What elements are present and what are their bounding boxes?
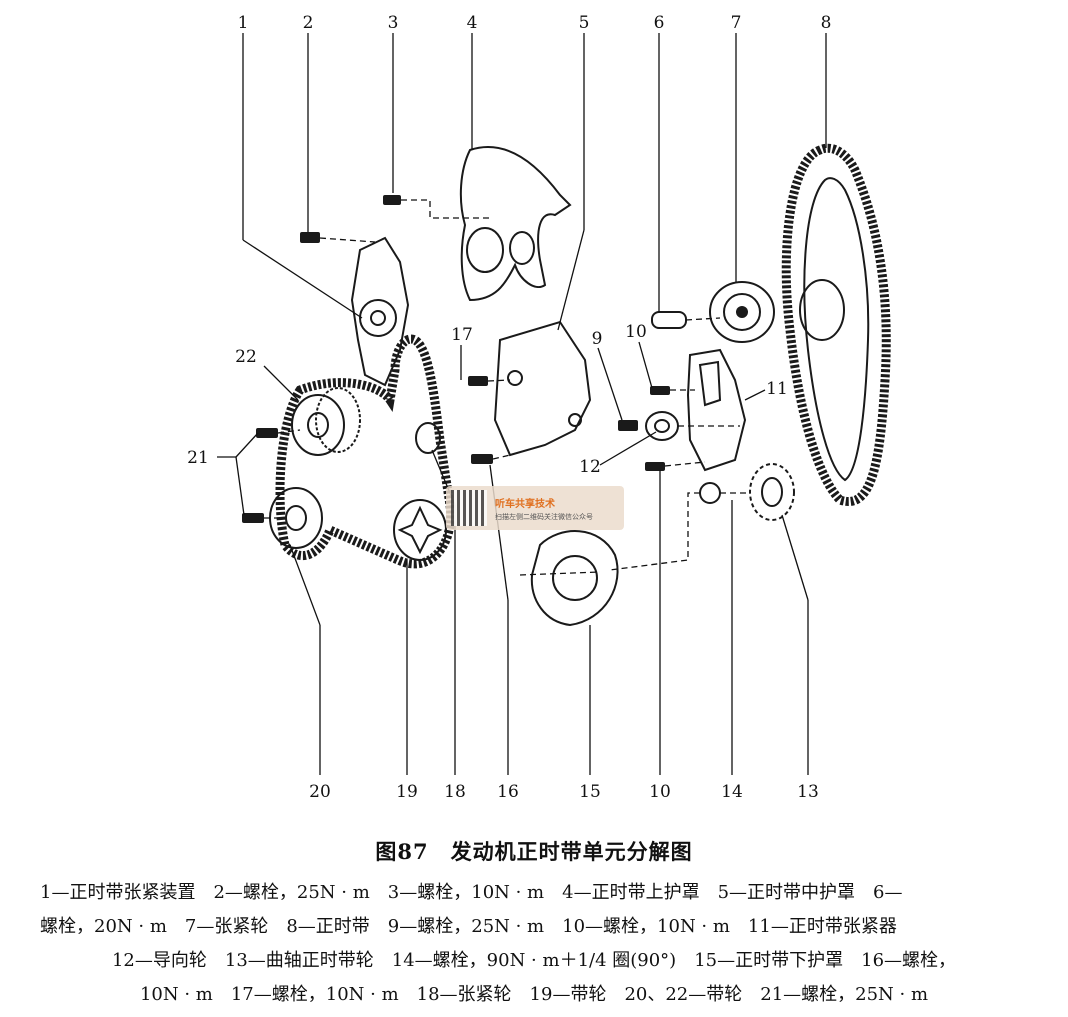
label-3: 3 xyxy=(388,13,399,33)
bolt-9 xyxy=(618,420,638,431)
poly-belt xyxy=(275,334,456,569)
label-1: 1 xyxy=(238,13,249,33)
timing-belt-8 xyxy=(781,143,891,506)
bolt-21-lower xyxy=(242,513,280,523)
label-5: 5 xyxy=(579,13,590,33)
qr-code-icon xyxy=(451,490,487,526)
label-12: 12 xyxy=(579,457,601,477)
bolt-2 xyxy=(300,232,376,243)
watermark-subtitle: 扫描左侧二维码关注微信公众号 xyxy=(495,512,593,521)
label-6: 6 xyxy=(654,13,665,33)
label-4: 4 xyxy=(467,13,478,33)
figure-title: 图87 发动机正时带单元分解图 xyxy=(375,839,693,864)
bolt-14 xyxy=(609,482,748,571)
tension-wheel-7 xyxy=(709,281,775,343)
guide-wheel-12 xyxy=(645,411,740,441)
label-7: 7 xyxy=(731,13,742,33)
label-18: 18 xyxy=(444,782,466,802)
leader-lines xyxy=(217,33,827,775)
bolt-6 xyxy=(651,311,721,329)
label-16: 16 xyxy=(497,782,519,802)
label-10-bottom: 10 xyxy=(649,782,671,802)
pulley-22 xyxy=(291,387,361,456)
label-2: 2 xyxy=(303,13,314,33)
exploded-diagram: 1 2 3 4 5 6 7 8 22 21 17 9 10 11 12 20 1… xyxy=(187,13,891,802)
tensioner-device-1 xyxy=(350,236,410,387)
label-11: 11 xyxy=(766,379,788,399)
pulley-19 xyxy=(393,499,447,561)
middle-cover-5 xyxy=(493,320,592,457)
label-14: 14 xyxy=(721,782,743,802)
bolt-17 xyxy=(468,376,511,386)
legend-line-1: 1—正时带张紧装置 2—螺栓，25N · m 3—螺栓，10N · m 4—正时… xyxy=(40,882,903,903)
legend-line-2: 螺栓，20N · m 7—张紧轮 8—正时带 9—螺栓，25N · m 10—螺… xyxy=(40,916,897,937)
label-8: 8 xyxy=(821,13,832,33)
watermark-title: 听车共享技术 xyxy=(495,498,555,510)
upper-cover-4 xyxy=(459,146,572,302)
label-9: 9 xyxy=(592,329,603,349)
watermark-badge: 听车共享技术 扫描左侧二维码关注微信公众号 xyxy=(446,486,624,530)
label-17: 17 xyxy=(451,325,473,345)
label-20: 20 xyxy=(309,782,331,802)
label-21: 21 xyxy=(187,448,209,468)
bolt-3 xyxy=(383,195,490,219)
lower-cover-15 xyxy=(519,530,619,627)
bolt-10-lower xyxy=(645,461,706,471)
label-19: 19 xyxy=(396,782,418,802)
timing-belt-tensioner-11 xyxy=(686,348,747,472)
crankshaft-sprocket-13 xyxy=(749,463,795,521)
legend-line-4: 10N · m 17—螺栓，10N · m 18—张紧轮 19—带轮 20、22… xyxy=(139,984,929,1005)
label-22: 22 xyxy=(235,347,257,367)
bolt-16 xyxy=(471,454,511,464)
bolt-10-upper xyxy=(650,386,695,395)
figure-legend: 1—正时带张紧装置 2—螺栓，25N · m 3—螺栓，10N · m 4—正时… xyxy=(0,876,1068,1012)
label-13: 13 xyxy=(797,782,819,802)
legend-line-3: 12—导向轮 13—曲轴正时带轮 14—螺栓，90N · m＋1/4 圈(90°… xyxy=(111,950,957,971)
label-10-mid: 10 xyxy=(625,322,647,342)
bolt-21-upper xyxy=(256,428,301,438)
label-15: 15 xyxy=(579,782,601,802)
